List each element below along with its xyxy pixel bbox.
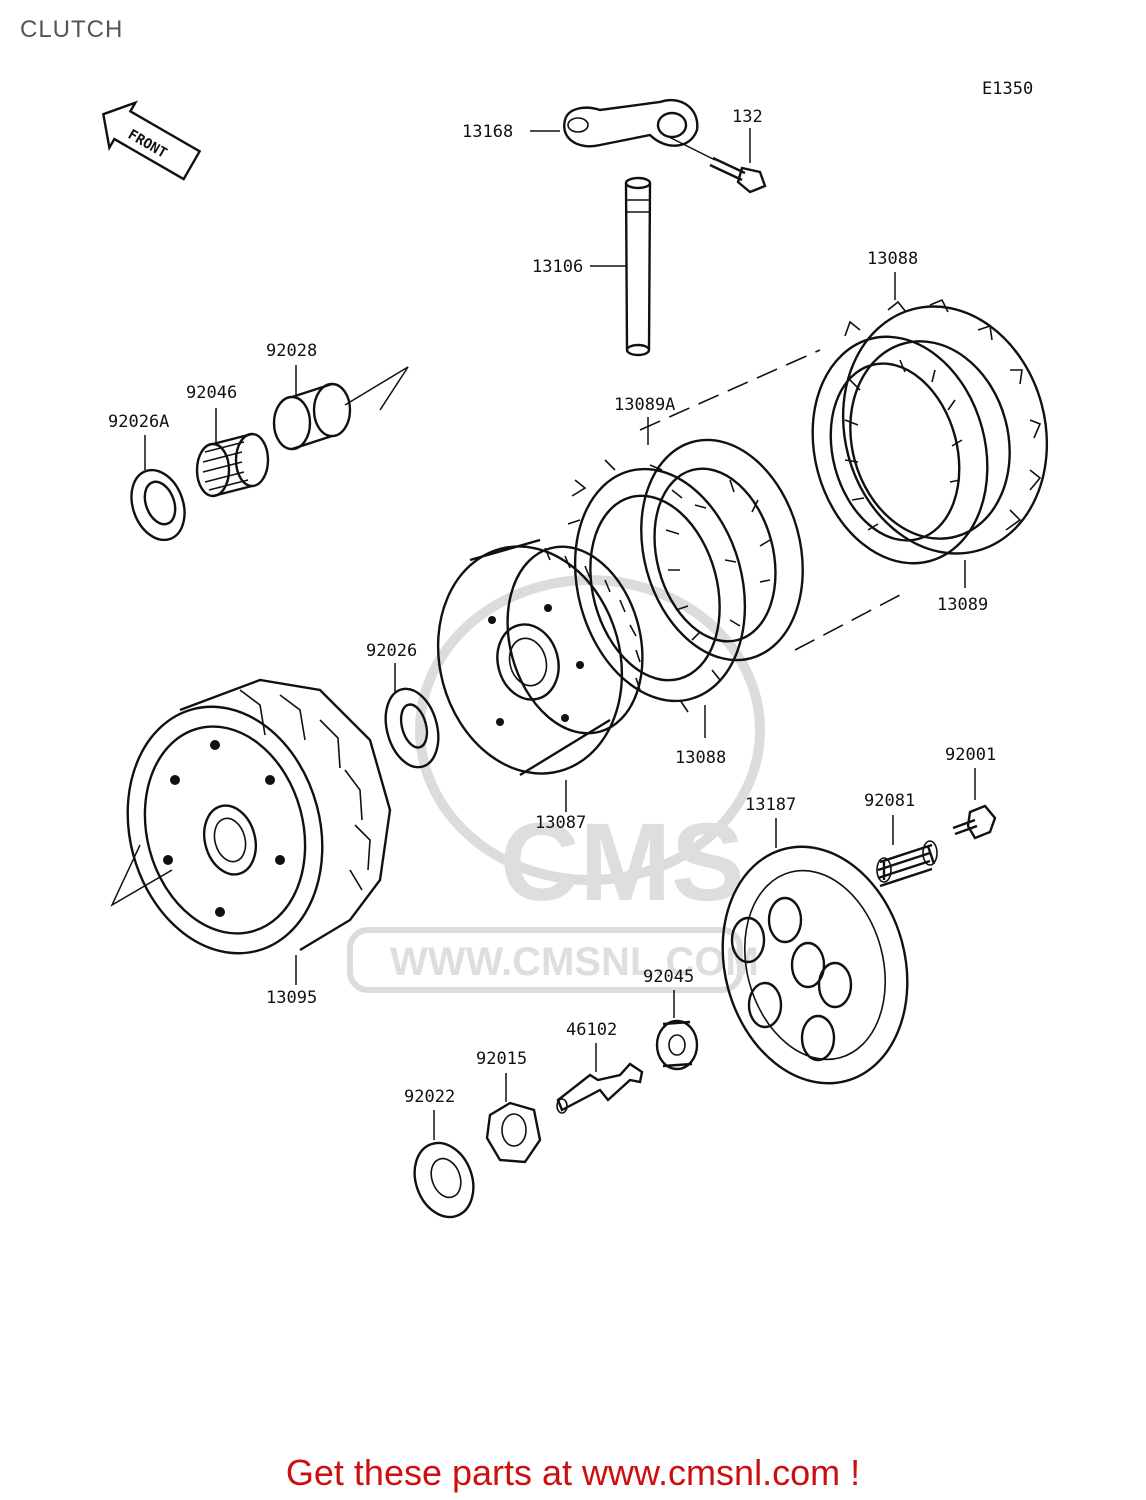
bolt-92001	[952, 804, 997, 840]
part-label-92026A: 92026A	[108, 412, 169, 432]
ball-bearing-92045	[655, 1019, 699, 1071]
part-label-92045: 92045	[643, 967, 694, 987]
friction-plate-13088-small	[567, 459, 747, 713]
push-pin-46102	[556, 1062, 644, 1114]
part-label-92015: 92015	[476, 1049, 527, 1069]
part-label-92046: 92046	[186, 383, 237, 403]
alignment-line-upper	[639, 349, 821, 431]
part-label-13087: 13087	[535, 813, 586, 833]
needle-bearing-92046	[195, 432, 270, 498]
part-label-13089A: 13089A	[614, 395, 675, 415]
assembly-pointer-bottom	[110, 844, 173, 907]
front-arrow-icon: FRONT	[101, 100, 202, 181]
watermark-logo-text: CMS	[500, 801, 744, 924]
part-label-13088-top: 13088	[867, 249, 918, 269]
part-label-13089: 13089	[937, 595, 988, 615]
part-label-46102: 46102	[566, 1020, 617, 1040]
washer-92026	[384, 687, 440, 769]
diagram-code: E1350	[982, 79, 1033, 99]
nut-92015	[485, 1101, 542, 1164]
part-label-13106: 13106	[532, 257, 583, 277]
leader-132-b	[664, 134, 716, 161]
part-label-92081: 92081	[864, 791, 915, 811]
page-title: CLUTCH	[20, 16, 124, 43]
alignment-line-lower	[794, 594, 901, 651]
footer-cta-link[interactable]: Get these parts at www.cmsnl.com !	[285, 1452, 861, 1493]
part-label-13088-bottom: 13088	[675, 748, 726, 768]
part-label-92028: 92028	[266, 341, 317, 361]
steel-plate-13089A	[640, 438, 804, 662]
part-label-13095: 13095	[266, 988, 317, 1008]
bolt-132	[709, 156, 767, 194]
assembly-pointer-top	[344, 366, 409, 411]
front-label: FRONT	[125, 127, 170, 162]
part-label-132: 132	[732, 107, 763, 127]
spring-92081	[876, 840, 938, 888]
watermark-url-text: WWW.CMSNL.COM	[390, 940, 759, 984]
pressure-plate-13187	[721, 845, 909, 1085]
clutch-lever-13168	[563, 98, 699, 148]
part-label-13187: 13187	[745, 795, 796, 815]
part-label-92022: 92022	[404, 1087, 455, 1107]
part-label-13168: 13168	[462, 122, 513, 142]
steel-plate-13089	[811, 335, 989, 565]
friction-plate-13088-large	[841, 298, 1049, 555]
cms-watermark: CMS WWW.CMSNL.COM	[347, 575, 765, 993]
clutch-hub-13087	[436, 538, 644, 777]
washer-92026A	[130, 468, 186, 542]
part-label-92001: 92001	[945, 745, 996, 765]
clutch-shaft-13106	[624, 176, 652, 357]
part-label-92026: 92026	[366, 641, 417, 661]
washer-92022	[413, 1141, 475, 1219]
bushing-92028	[272, 382, 352, 451]
clutch-housing-13095	[126, 678, 392, 955]
